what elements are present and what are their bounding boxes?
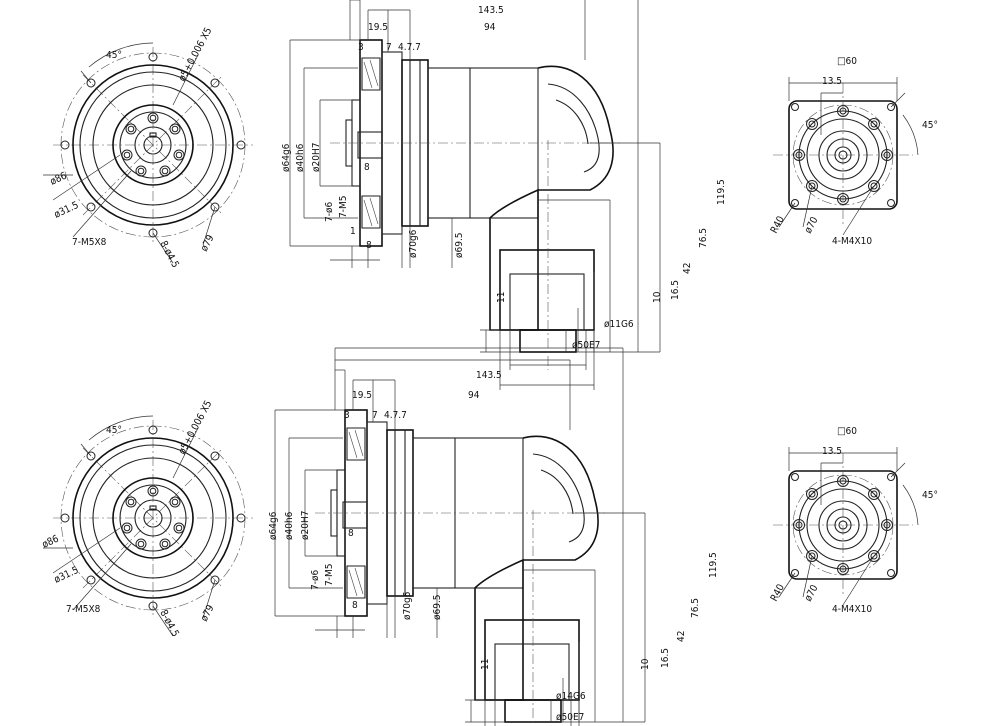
lower-labels: 45° ø5+0.006 X5 ø86 ø31.5 7-M5X8 8-ø4.5 … — [41, 370, 938, 723]
side-d7m5-label: 7-M5 — [338, 196, 349, 218]
flange-d70-label: ø70 — [803, 215, 821, 235]
side-d19-5-label: 19.5 — [352, 390, 372, 401]
side-d70-label: ø70g6 — [408, 229, 419, 258]
side-d477-label: 4.7.7 — [398, 42, 421, 53]
front-angle-label: 45° — [106, 50, 122, 61]
side-overall-label: 143.5 — [476, 370, 502, 381]
front-tapped-label: 7-M5X8 — [66, 604, 101, 615]
front-holes-label: 8-ø4.5 — [157, 608, 180, 639]
side-bore2-label: ø50E7 — [572, 340, 600, 351]
front-dia79-label: ø79 — [199, 603, 217, 623]
side-d40-label: ø40h6 — [295, 143, 306, 172]
front-tapped-label: 7-M5X8 — [72, 237, 107, 248]
side-d40-label: ø40h6 — [284, 511, 295, 540]
side-d3-label: 3 — [358, 42, 364, 53]
side-d64-label: ø64g6 — [281, 143, 292, 172]
side-h42-label: 42 — [676, 631, 687, 642]
lower-flange-view — [772, 446, 919, 606]
upper-front-view — [42, 42, 254, 264]
flange-square-label: □60 — [837, 56, 857, 67]
side-h11-label: 11 — [496, 292, 507, 303]
side-h42-label: 42 — [682, 263, 693, 274]
front-shaft-tol-label: ø5+0.006 X5 — [177, 26, 215, 83]
side-d69-label: ø69.5 — [432, 594, 443, 620]
upper-flange-view — [772, 76, 919, 236]
side-h16-label: 16.5 — [660, 648, 671, 668]
flange-d13-label: 13.5 — [822, 76, 842, 87]
side-d70-label: ø70g6 — [402, 591, 413, 620]
flange-d13-label: 13.5 — [822, 446, 842, 457]
side-d7-label: 7 — [386, 42, 392, 53]
front-dia79-label: ø79 — [199, 233, 217, 253]
side-d8b-label: 8 — [352, 600, 358, 611]
side-bore-label: ø14G6 — [556, 691, 586, 702]
side-d69-label: ø69.5 — [454, 232, 465, 258]
side-d7o6-label: 7-ø6 — [324, 202, 335, 222]
side-d7o6-label: 7-ø6 — [310, 570, 321, 590]
flange-r40-label: R40 — [769, 582, 787, 603]
upper-labels: 45° ø5+0.006 X5 ø86 ø31.5 7-M5X8 8-ø4.5 … — [49, 5, 938, 351]
side-d8a-label: 8 — [348, 528, 354, 539]
side-d20-label: ø20H7 — [300, 511, 311, 540]
side-d3-label: 3 — [344, 410, 350, 421]
side-h76-label: 76.5 — [690, 598, 701, 618]
side-h119-label: 119.5 — [716, 179, 727, 205]
lower-front-view — [42, 415, 254, 637]
side-h16-label: 16.5 — [670, 280, 681, 300]
side-d94-label: 94 — [468, 390, 480, 401]
side-h10-label: 10 — [640, 658, 651, 670]
side-d477-label: 4.7.7 — [384, 410, 407, 421]
side-d1-label: 1 — [350, 226, 356, 237]
flange-screws-label: 4-M4X10 — [832, 604, 872, 615]
upper-side-view — [289, 0, 661, 391]
side-d7-label: 7 — [372, 410, 378, 421]
side-bore2-label: ø50E7 — [556, 712, 584, 723]
front-dia-pcd-label: ø31.5 — [53, 565, 81, 586]
front-angle-label: 45° — [106, 425, 122, 436]
flange-angle-label: 45° — [922, 490, 938, 501]
side-d94-label: 94 — [484, 22, 496, 33]
side-h119-label: 119.5 — [708, 552, 719, 578]
flange-screws-label: 4-M4X10 — [832, 236, 872, 247]
side-overall-label: 143.5 — [478, 5, 504, 16]
side-d20-label: ø20H7 — [311, 143, 322, 172]
flange-square-label: □60 — [837, 426, 857, 437]
side-bore-label: ø11G6 — [604, 319, 634, 330]
side-d64-label: ø64g6 — [268, 511, 279, 540]
side-d8a-label: 8 — [364, 162, 370, 173]
front-dia-outer-label: ø86 — [49, 170, 69, 187]
lower-side-view — [274, 347, 646, 726]
side-d19-5-label: 19.5 — [368, 22, 388, 33]
side-d7m5-label: 7-M5 — [324, 564, 335, 586]
side-d8b-label: 8 — [366, 240, 372, 251]
flange-angle-label: 45° — [922, 120, 938, 131]
side-h11-label: 11 — [480, 659, 491, 670]
front-dia-pcd-label: ø31.5 — [53, 200, 81, 221]
front-holes-label: 8-ø4.5 — [157, 239, 180, 270]
side-h76-label: 76.5 — [698, 228, 709, 248]
front-shaft-tol-label: ø5+0.006 X5 — [177, 399, 215, 456]
flange-r40-label: R40 — [769, 214, 787, 235]
side-h10-label: 10 — [652, 291, 663, 303]
